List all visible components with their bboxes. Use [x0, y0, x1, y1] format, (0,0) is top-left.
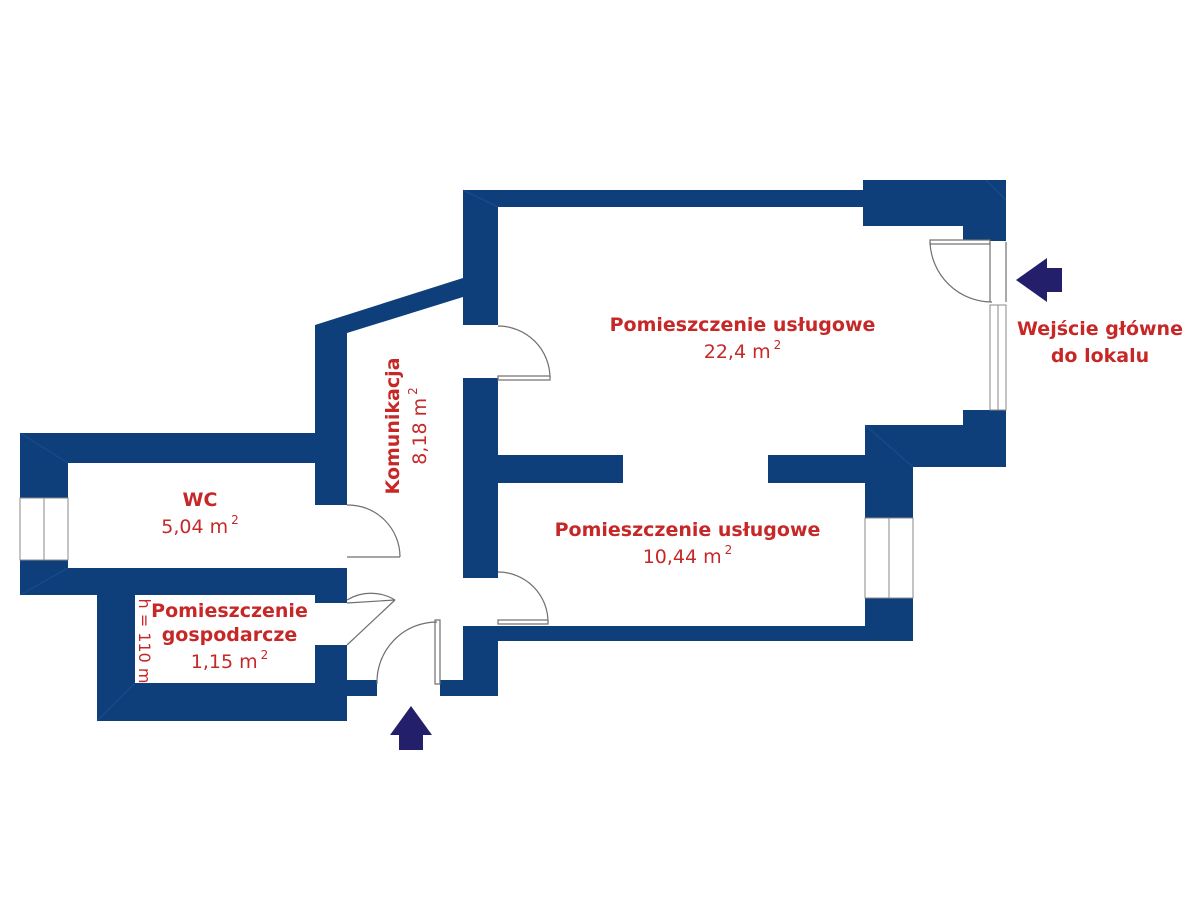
doors [346, 239, 1007, 685]
entrance-arrows [390, 258, 1062, 750]
entrance-label-line2: do lokalu [1050, 344, 1150, 367]
partition-wall-right [768, 455, 868, 483]
windows [19, 304, 1007, 599]
room-name-main: Pomieszczenie usługowe [609, 314, 876, 336]
height-note: h = 110 m [135, 598, 154, 684]
entrance-label: Wejście główne do lokalu [1010, 316, 1190, 369]
entrance-arrow-bottom-icon [390, 706, 432, 750]
room-area-utility: 1,15 m [190, 650, 258, 673]
utility-bottom-wall [97, 683, 347, 721]
main-room-left-wall [463, 190, 498, 325]
room-name-wc: WC [182, 489, 218, 511]
corridor-diagonal-wall [315, 278, 463, 333]
partition-wall [463, 455, 623, 483]
room-name-corridor: Komunikacja [382, 357, 404, 495]
utility-right-wall-top [315, 595, 347, 603]
corridor-bottom-left-sill [347, 680, 377, 696]
main-room-top-wall [463, 190, 865, 207]
main-room-bottom-right-block [865, 410, 1006, 518]
utility-right-wall-bottom [315, 645, 347, 721]
room-area-main: 22,4 m [703, 340, 771, 363]
room-name-second: Pomieszczenie usługowe [554, 519, 821, 541]
wc-bottom-wall [20, 568, 347, 595]
walls [20, 180, 1006, 721]
main-room-corner-block [963, 224, 1006, 241]
wall-shading [19, 179, 1007, 722]
wc-top-wall [20, 433, 347, 463]
entrance-arrow-right-icon [1016, 258, 1062, 302]
room-area-corridor: 8,18 m [408, 397, 431, 465]
room-name-utility-line2: gospodarcze [161, 623, 298, 646]
second-room-bottom-wall [463, 626, 913, 641]
room-area-second: 10,44 m [642, 545, 722, 568]
entrance-label-line1: Wejście główne [1017, 318, 1183, 340]
corridor-bottom-right-sill [440, 680, 498, 696]
corridor-left-wall [315, 325, 347, 505]
wc-left-wall-top [20, 433, 68, 498]
main-room-top-right-block [863, 180, 1006, 226]
room-name-utility-line1: Pomieszczenie [151, 600, 308, 622]
room-label-corridor: Komunikacja 8,18 m2 [382, 351, 432, 501]
room-area-wc: 5,04 m [161, 515, 229, 538]
